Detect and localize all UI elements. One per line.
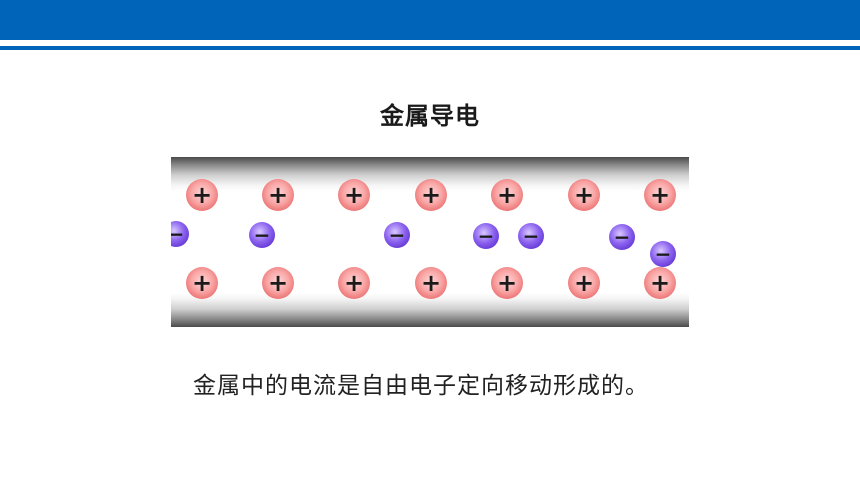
positive-ion: + (186, 179, 218, 211)
positive-ion: + (338, 267, 370, 299)
header-divider (0, 46, 860, 50)
positive-ion: + (262, 267, 294, 299)
electron: − (518, 223, 544, 249)
positive-ion: + (415, 267, 447, 299)
positive-ion: + (338, 179, 370, 211)
positive-ion: + (568, 179, 600, 211)
positive-ion: + (644, 179, 676, 211)
electron: − (171, 221, 189, 247)
slide-caption: 金属中的电流是自由电子定向移动形成的。 (193, 373, 649, 399)
positive-ion: + (186, 267, 218, 299)
electron: − (473, 223, 499, 249)
electron: − (384, 222, 410, 248)
metal-wire-diagram: + + + + + + + − − − − − − − + + + + + + … (171, 157, 689, 327)
electron: − (609, 224, 635, 250)
electron: − (249, 222, 275, 248)
positive-ion: + (415, 179, 447, 211)
positive-ion: + (644, 267, 676, 299)
positive-ion: + (568, 267, 600, 299)
electron: − (650, 241, 676, 267)
header-bar (0, 0, 860, 40)
positive-ion: + (262, 179, 294, 211)
positive-ion: + (491, 267, 523, 299)
slide-title: 金属导电 (380, 102, 480, 130)
positive-ion: + (491, 179, 523, 211)
